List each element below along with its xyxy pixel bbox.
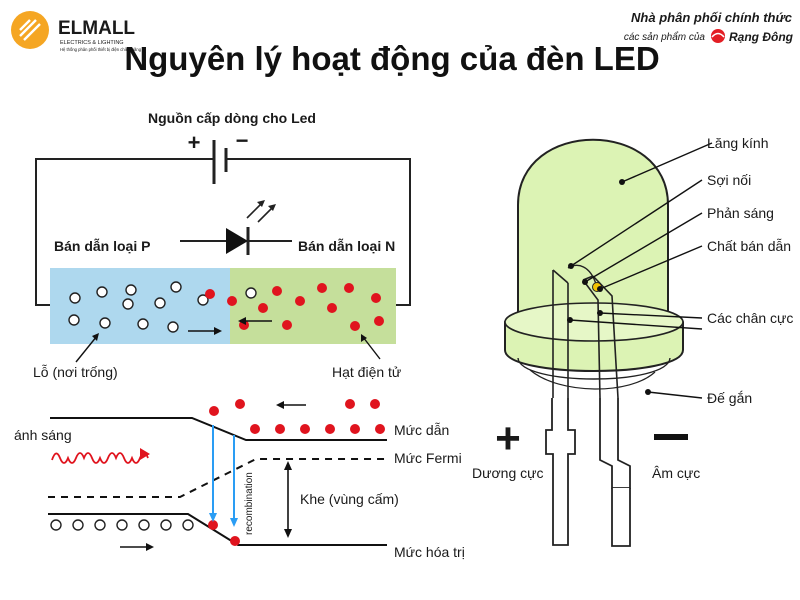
junction-arrows xyxy=(188,320,272,332)
brand-name: ELMALL xyxy=(58,18,135,39)
electron-particle xyxy=(371,293,381,303)
brand-tagline: ELECTRICS & LIGHTING xyxy=(60,40,124,46)
band-electron xyxy=(375,424,385,434)
hole-particle xyxy=(170,281,182,293)
source-label: Nguồn cấp dòng cho Led xyxy=(148,110,316,126)
hole-particle xyxy=(154,297,166,309)
reflector-label: Phản sáng xyxy=(707,205,774,221)
hole-particle xyxy=(68,314,80,326)
valence-hole xyxy=(72,519,84,531)
electron-particle xyxy=(227,296,237,306)
source-minus-sign: − xyxy=(236,128,249,153)
diode-symbol-icon xyxy=(180,200,292,255)
base-label: Đế gắn xyxy=(707,390,752,406)
electron-particle xyxy=(295,296,305,306)
electron-particle xyxy=(258,303,268,313)
band-electron xyxy=(208,520,218,530)
partner-logo-icon xyxy=(711,29,725,43)
electron-particle xyxy=(205,289,215,299)
p-type-label: Bán dẫn loại P xyxy=(54,238,150,254)
hole-particle xyxy=(99,317,111,329)
distributor-line-2: các sản phẩm của xyxy=(624,31,706,43)
anode-plus-sign: + xyxy=(495,414,521,463)
hole-particle xyxy=(69,292,81,304)
hole-particle xyxy=(197,294,209,306)
band-electron xyxy=(325,424,335,434)
light-label: ánh sáng xyxy=(14,427,72,443)
brand-logo: ELMALL ELECTRICS & LIGHTING Hệ thống phâ… xyxy=(11,11,142,52)
n-type-label: Bán dẫn loại N xyxy=(298,238,395,254)
valence-band-label: Mức hóa trị xyxy=(394,544,465,560)
light-wave-icon xyxy=(51,452,149,464)
internal-posts xyxy=(552,269,619,399)
hole-particle xyxy=(96,286,108,298)
electron-particle xyxy=(317,283,327,293)
source-plus-sign: + xyxy=(188,130,201,155)
electron-particle xyxy=(272,286,282,296)
cathode-lead-lower xyxy=(611,488,631,547)
valence-hole xyxy=(94,519,106,531)
recombination-label: recombination xyxy=(244,472,255,535)
valence-hole xyxy=(182,519,194,531)
band-electron xyxy=(345,399,355,409)
energy-band-section: ánh sáng recombination Mức dẫn Mức Fermi… xyxy=(14,399,465,560)
band-electron xyxy=(370,399,380,409)
anode-label: Dương cực xyxy=(472,465,544,481)
electron-particle xyxy=(327,303,337,313)
valence-hole xyxy=(138,519,150,531)
circuit-section: Nguồn cấp dòng cho Led + − Bán dẫn loại … xyxy=(33,110,411,380)
hole-particle xyxy=(245,287,257,299)
fermi-level-label: Mức Fermi xyxy=(394,450,462,466)
electron-particle xyxy=(282,320,292,330)
hole-particle xyxy=(122,298,134,310)
hole-label: Lỗ (nơi trống) xyxy=(33,364,118,380)
electron-label: Hạt điện tử xyxy=(332,364,401,380)
cathode-lead xyxy=(599,398,631,489)
valence-hole xyxy=(116,519,128,531)
electron-group xyxy=(205,283,384,331)
band-electron xyxy=(250,424,260,434)
wire-label: Sợi nối xyxy=(707,172,751,188)
conduction-band-line xyxy=(50,417,387,441)
conduction-electron-group xyxy=(208,399,385,546)
cathode-label: Âm cực xyxy=(652,465,700,481)
lens-label: Lăng kính xyxy=(707,135,769,151)
page-title: Nguyên lý hoạt động của đèn LED xyxy=(124,40,659,77)
conduction-band-label: Mức dẫn xyxy=(394,422,449,438)
valence-hole-group xyxy=(50,519,194,531)
electron-particle xyxy=(344,283,354,293)
led-anatomy-section: Lăng kính Sợi nối Phản sáng Chất bán dẫn… xyxy=(472,135,793,547)
valence-hole xyxy=(50,519,62,531)
distributor-line-1: Nhà phân phối chính thức xyxy=(631,10,793,25)
logo-sun-icon xyxy=(11,11,49,49)
anode-lead xyxy=(545,398,576,546)
band-electron xyxy=(230,536,240,546)
electron-particle xyxy=(374,316,384,326)
partner-name: Rạng Đông xyxy=(729,30,794,44)
band-electron xyxy=(235,399,245,409)
band-electron xyxy=(209,406,219,416)
hole-particle xyxy=(167,321,179,333)
n-type-region xyxy=(230,268,396,344)
leads-label: Các chân cực xyxy=(707,310,793,326)
hole-particle xyxy=(125,284,137,296)
valence-hole xyxy=(160,519,172,531)
distributor-badge: Nhà phân phối chính thức các sản phẩm củ… xyxy=(624,10,794,44)
brand-tagline-small: Hệ thống phân phối thiết bị điện chính h… xyxy=(60,47,142,52)
circuit-wire xyxy=(35,158,411,306)
cathode-minus-sign xyxy=(654,434,688,440)
fermi-level-line xyxy=(48,458,387,498)
gap-label: Khe (vùng cấm) xyxy=(300,491,399,507)
band-electron xyxy=(275,424,285,434)
band-electron xyxy=(300,424,310,434)
hole-particle xyxy=(137,318,149,330)
hole-group xyxy=(68,281,257,333)
p-type-region xyxy=(50,268,230,344)
led-lens-dome xyxy=(517,138,669,321)
chip-label: Chất bán dẫn xyxy=(707,238,791,254)
band-electron xyxy=(350,424,360,434)
electron-particle xyxy=(350,321,360,331)
